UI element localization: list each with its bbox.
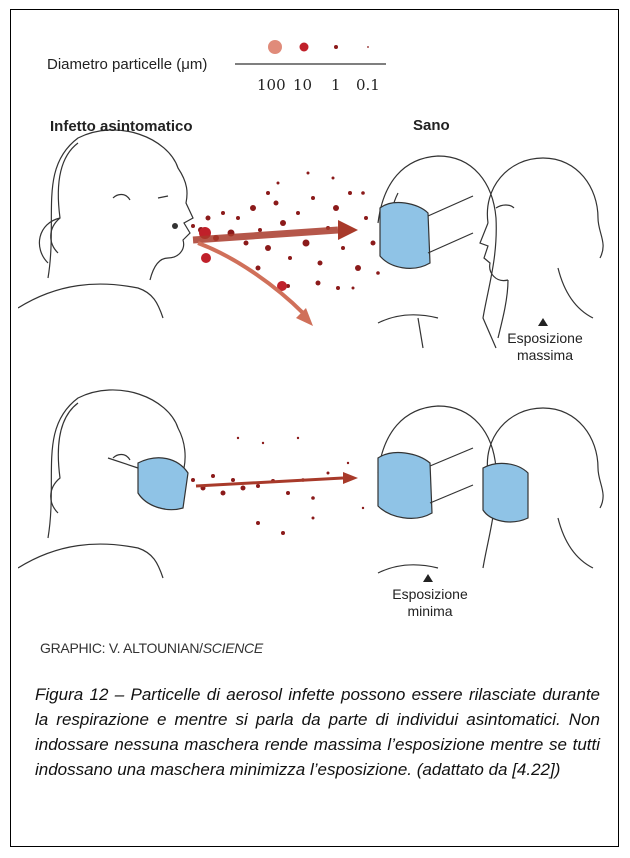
healthy-label: Sano	[413, 117, 450, 134]
min-exposure-label: Esposizione minima	[385, 586, 475, 620]
max-exposure-label: Esposizione massima	[500, 330, 590, 364]
healthy-person-top-right	[480, 158, 603, 338]
credit-prefix: GRAPHIC: V. ALTOUNIAN/	[40, 640, 203, 656]
mask-bottom-infected	[138, 458, 188, 510]
legend-dot-10	[300, 43, 309, 52]
infected-label: Infetto asintomatico	[50, 118, 193, 135]
mask-bottom-healthy-1	[378, 453, 432, 519]
credit-source: SCIENCE	[203, 640, 263, 656]
mask-top-healthy	[380, 203, 430, 269]
arrow-straight-bottom	[196, 478, 343, 486]
legend-label-0-1: 0.1	[356, 76, 380, 94]
arrow-straight-bottom-head	[343, 472, 358, 484]
legend-title: Diametro particelle (μm)	[47, 56, 207, 73]
legend-label-1: 1	[331, 76, 341, 94]
figure-caption: Figura 12 – Particelle di aerosol infett…	[35, 682, 600, 782]
large-droplet-top-2	[201, 253, 211, 263]
max-exposure-line2: massima	[500, 347, 590, 364]
arrow-straight-top	[193, 230, 338, 240]
legend-label-10: 10	[293, 76, 312, 94]
arrow-down-top	[198, 243, 303, 313]
infected-person-top	[18, 130, 193, 318]
legend-dot-1	[334, 45, 338, 49]
legend-label-100: 100	[257, 76, 286, 94]
arrow-straight-top-head	[338, 220, 358, 240]
min-exposure-line1: Esposizione	[385, 586, 475, 603]
graphic-credit: GRAPHIC: V. ALTOUNIAN/SCIENCE	[40, 640, 263, 656]
max-exposure-line1: Esposizione	[500, 330, 590, 347]
mask-bottom-healthy-2	[483, 463, 528, 522]
max-exposure-marker	[538, 318, 548, 326]
legend-dot-0-1	[367, 46, 369, 48]
legend-dot-100	[268, 40, 282, 54]
min-exposure-marker	[423, 574, 433, 582]
min-exposure-line2: minima	[385, 603, 475, 620]
infected-mouth-top	[172, 223, 178, 229]
